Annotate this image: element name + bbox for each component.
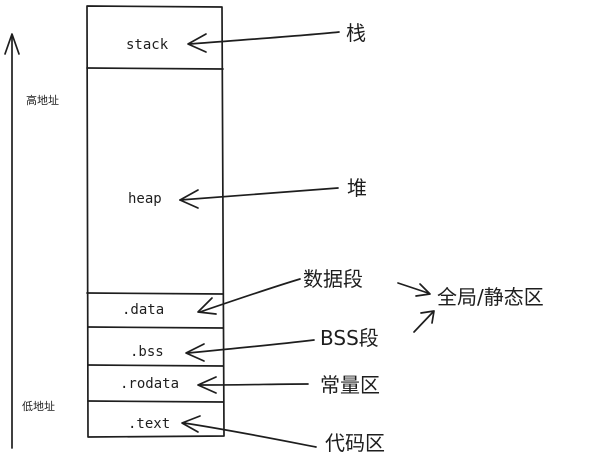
segment-heap: heap <box>128 191 162 207</box>
heap-pointer-arrow <box>179 187 339 209</box>
low-address-label: 低地址 <box>22 399 55 413</box>
text-pointer-arrow <box>181 415 317 448</box>
label-heap: 堆 <box>347 176 367 200</box>
stack-pointer-arrow <box>187 31 340 53</box>
label-text: 代码区 <box>325 431 385 455</box>
bss-pointer-arrow <box>185 339 315 362</box>
segment-rodata: .rodata <box>120 376 179 392</box>
segment-stack: stack <box>126 37 169 53</box>
rodata-pointer-arrow <box>197 376 309 394</box>
data-to-global-arrow <box>397 282 431 297</box>
label-data: 数据段 <box>303 267 363 291</box>
data-pointer-arrow <box>197 278 301 315</box>
segment-text: .text <box>128 416 170 432</box>
label-bss: BSS段 <box>320 326 379 350</box>
segment-bss: .bss <box>130 344 164 360</box>
label-stack: 栈 <box>346 21 366 45</box>
address-direction-arrow <box>4 33 20 449</box>
memory-box <box>86 5 225 438</box>
label-global-static: 全局/静态区 <box>437 285 544 309</box>
bss-to-global-arrow <box>413 310 435 333</box>
segment-data: .data <box>122 302 164 318</box>
high-address-label: 高地址 <box>26 93 59 107</box>
label-rodata: 常量区 <box>320 373 380 397</box>
